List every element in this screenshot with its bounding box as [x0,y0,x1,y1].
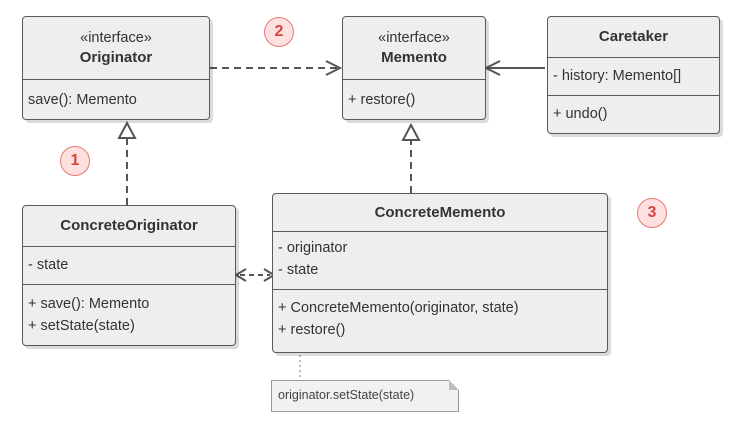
originator-stereotype: «interface» [80,30,152,46]
caretaker-method: + undo() [553,106,608,122]
caretaker-header: Caretaker [548,17,719,57]
step-badge: 1 [60,146,90,176]
concrete-originator-name: ConcreteOriginator [60,217,198,234]
concrete-memento-field: - state [278,262,319,278]
concrete-originator-fields: - state [23,246,235,284]
originator-methods: save(): Memento [23,79,209,119]
originator-name: Originator [79,49,153,66]
caretaker-methods: + undo() [548,95,719,133]
memento-methods: + restore() [343,79,485,119]
memento-header: «interface» Memento [343,17,485,79]
caretaker-field: - history: Memento[] [553,68,682,84]
concrete-originator-class: ConcreteOriginator - state + save(): Mem… [22,205,236,346]
memento-class: «interface» Memento + restore() [342,16,486,120]
caretaker-name: Caretaker [598,28,669,45]
concrete-memento-method: + ConcreteMemento(originator, state) [278,300,519,316]
concrete-memento-field: - originator [278,240,348,256]
concrete-memento-class: ConcreteMemento - originator - state + C… [272,193,608,353]
concrete-originator-realization [117,120,137,205]
code-note: originator.setState(state) [271,380,459,412]
concrete-memento-realization [401,122,421,193]
concrete-memento-name: ConcreteMemento [374,203,506,221]
concrete-originator-methods: + save(): Memento + setState(state) [23,284,235,345]
caretaker-memento-association [483,60,545,76]
concrete-memento-header: ConcreteMemento [273,194,607,231]
originator-header: «interface» Originator [23,17,209,79]
step-badge: 2 [264,17,294,47]
originator-memento-dependency [210,60,343,76]
memento-name: Memento [381,49,447,66]
originator-class: «interface» Originator save(): Memento [22,16,210,120]
note-fold-corner [449,380,459,390]
memento-stereotype: «interface» [378,30,450,46]
memento-method: + restore() [348,92,416,108]
concrete-originator-field: - state [28,257,69,273]
originator-memento-bidirectional-link [234,268,276,282]
originator-method: save(): Memento [28,92,137,108]
caretaker-class: Caretaker - history: Memento[] + undo() [547,16,720,134]
caretaker-fields: - history: Memento[] [548,57,719,95]
concrete-memento-method: + restore() [278,322,346,338]
concrete-originator-method: + setState(state) [28,318,135,334]
concrete-memento-fields: - originator - state [273,231,607,289]
step-badge: 3 [637,198,667,228]
concrete-originator-method: + save(): Memento [28,296,150,312]
concrete-memento-methods: + ConcreteMemento(originator, state) + r… [273,289,607,352]
concrete-originator-header: ConcreteOriginator [23,206,235,246]
code-note-text: originator.setState(state) [278,388,415,402]
